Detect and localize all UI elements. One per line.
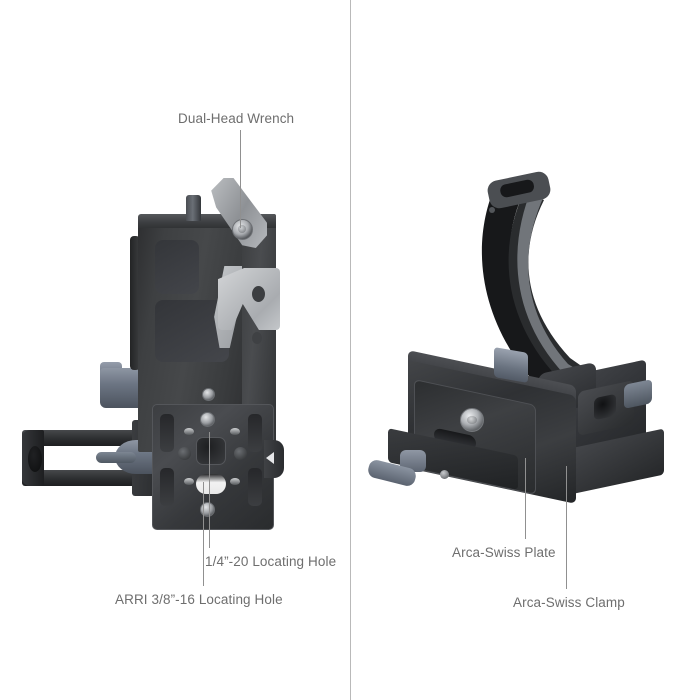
curved-handle-arm (481, 171, 590, 402)
right-product-panel (350, 0, 700, 700)
cage-cutout-upper (155, 240, 199, 294)
callout-label-quarter-twenty-locating-hole: 1/4”-20 Locating Hole (205, 554, 337, 569)
callout-label-dual-head-wrench: Dual-Head Wrench (178, 111, 295, 126)
baseplate-screw-top (200, 412, 215, 427)
dual-head-wrench-pivot-screw (232, 219, 253, 240)
leader-line-dual-head-wrench (240, 130, 241, 228)
clamp-release-lever (494, 347, 528, 383)
baseplate-direction-arrow-icon (266, 452, 274, 464)
leader-line-quarter-twenty-locating-hole (209, 432, 210, 548)
clamp-side-knob (624, 379, 652, 409)
callout-label-arca-swiss-plate: Arca-Swiss Plate (452, 545, 556, 560)
plate-center-screw (460, 408, 484, 432)
callout-label-arri-locating-hole: ARRI 3/8”-16 Locating Hole (115, 592, 283, 607)
baseplate-dot-top-right (230, 428, 240, 435)
leader-line-arca-swiss-clamp (566, 466, 567, 589)
leader-line-arca-swiss-plate (525, 458, 526, 539)
bracket-hole-upper (252, 286, 265, 302)
baseplate-slot-top-left (160, 414, 174, 452)
bracket-hole-lower (252, 332, 262, 344)
baseplate-pin-left (178, 447, 191, 460)
panel-divider (350, 0, 351, 700)
baseplate-dot-bottom-right (230, 478, 240, 485)
baseplate-slot-bottom-left (160, 468, 174, 506)
rod-rail-hole (28, 446, 42, 472)
callout-label-arca-swiss-clamp: Arca-Swiss Clamp (513, 595, 625, 610)
left-product-panel (22, 178, 284, 530)
quarter-twenty-locating-hole-feature (196, 474, 226, 494)
baseplate-pin-right (234, 447, 247, 460)
lower-rail-screw (440, 470, 449, 479)
baseplate-side-knob (264, 440, 284, 478)
rod-rail-upper (22, 430, 152, 446)
baseplate-dot-top-left (184, 428, 194, 435)
cage-side-lip (130, 236, 140, 370)
leader-line-arri-locating-hole (203, 482, 204, 586)
baseplate-slot-top-right (248, 414, 262, 452)
arri-locating-hole-feature (196, 437, 226, 465)
baseplate-screw-above (202, 388, 215, 401)
baseplate-dot-bottom-left (184, 478, 194, 485)
rod-rail-lower (22, 470, 152, 486)
baseplate-slot-bottom-right (248, 468, 262, 506)
lower-knob-lever (96, 452, 136, 463)
cage-top-post (186, 195, 201, 221)
